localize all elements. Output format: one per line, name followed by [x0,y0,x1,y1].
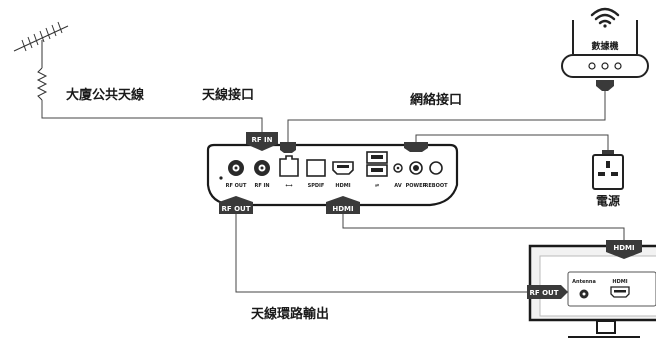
tv-hdmi-label: HDMI [612,279,627,285]
antenna [13,21,69,101]
router-label: 數據機 [591,40,618,52]
rf-in-port-label: RF IN [254,183,269,189]
tv-antenna-label: Antenna [572,279,596,285]
wifi-icon [590,7,620,28]
spdif-port: SPDIF [306,159,326,189]
power-label: 電源 [596,193,620,208]
hdmi-port-label: HDMI [335,183,350,189]
lan-port: ⟷ [279,155,299,189]
rf-out-port: RF OUT [226,160,247,189]
network-wire [287,89,606,145]
power-plug: 電源 [592,150,624,208]
rf-in-port: RF IN [254,160,270,189]
rf-out-port-label: RF OUT [226,183,247,189]
tv-antenna-port: Antenna [572,279,596,299]
tag-rf-out-box: RF OUT [219,196,253,214]
power-port-label: POWER [406,183,427,189]
tag-rf-in: RF IN [246,132,278,151]
wires [41,89,625,293]
tag-lan-connector [280,142,296,153]
loop-label: 天線環路輸出 [251,306,329,322]
hdmi-wire [342,212,625,244]
tag-power-connector [404,142,428,152]
av-port: AV [393,163,403,189]
antenna-label: 大廈公共天線 [66,87,145,103]
tv: Antenna HDMI [528,244,656,338]
reboot-port-label: REBOOT [425,183,449,189]
network-label: 網絡接口 [410,92,462,108]
power-port: POWER [406,161,427,189]
antenna-wire [41,100,263,137]
tag-hdmi-tv-text: HDMI [613,244,634,252]
tag-rf-out-tv-text: RF OUT [529,289,558,297]
tag-hdmi-box-text: HDMI [332,205,353,213]
spdif-port-label: SPDIF [308,183,325,189]
antenna-port-label: 天線接口 [202,87,254,103]
tag-rf-in-text: RF IN [251,136,272,144]
tag-rf-out-tv: RF OUT [527,285,568,299]
router: 數據機 [561,7,649,91]
power-wire [415,134,609,152]
set-top-box: RF OUT RF IN ⟷ SPDIF HDMI [206,143,459,207]
usb-port-label: ⇌ [375,183,379,189]
tag-hdmi-tv: HDMI [606,240,642,259]
rf-loop-wire [235,212,530,293]
tag-rf-out-box-text: RF OUT [221,205,250,213]
usb-ports: ⇌ [366,151,388,189]
tv-hdmi-port: HDMI [610,279,630,298]
reboot-button: REBOOT [425,161,449,189]
hdmi-port: HDMI [332,161,354,189]
lan-port-label: ⟷ [285,183,292,189]
tag-hdmi-box: HDMI [326,196,360,214]
av-port-label: AV [394,183,402,189]
